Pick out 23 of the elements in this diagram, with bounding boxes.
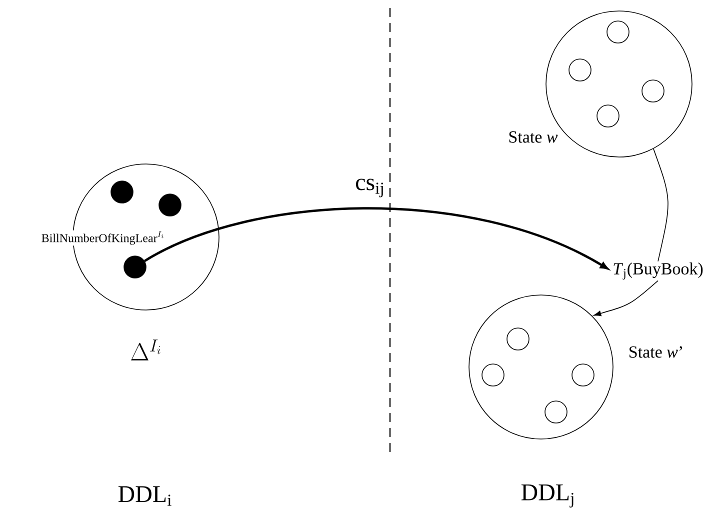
filled-dot (110, 180, 134, 204)
transition-label: T$_{j}$(BuyBook) (614, 262, 703, 280)
region-label: DDL$_{i}$ (118, 486, 172, 506)
state-label: State w (507, 130, 559, 144)
formula-label: $\mathrm{BillNumberOfKingLear}^{I_i}$ (40, 230, 166, 246)
filled-dot (158, 194, 182, 216)
element-circle (606, 20, 630, 44)
element-circle (506, 328, 530, 350)
element-circle (642, 80, 664, 102)
edge-label: cs$_{ij}$ (356, 178, 383, 198)
element-circle (482, 364, 504, 386)
element-circle (596, 104, 620, 128)
element-circle (572, 364, 594, 386)
region-label: DDL$_{j}$ (521, 484, 574, 508)
arrow (594, 280, 658, 316)
state-label: State w’ (627, 345, 685, 359)
state-circle (546, 10, 692, 158)
arrow (144, 207, 608, 270)
element-circle (568, 58, 592, 82)
formula-label: $\Delta^{I_i}$ (129, 338, 163, 362)
element-circle (544, 400, 568, 424)
filled-dot (124, 256, 146, 278)
state-circle (468, 294, 614, 440)
